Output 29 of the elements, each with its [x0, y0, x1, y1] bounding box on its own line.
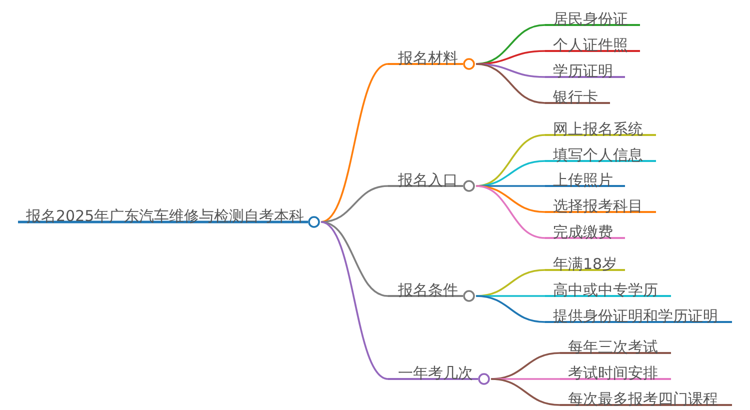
node-label: 报名入口 — [398, 171, 458, 189]
branch-line — [476, 63, 546, 78]
node-label: 学历证明 — [553, 62, 613, 80]
node-label: 上传照片 — [553, 171, 613, 189]
node-label: 报名2025年广东汽车维修与检测自考本科 — [26, 207, 304, 225]
node-label: 完成缴费 — [553, 223, 613, 241]
node-label: 网上报名系统 — [553, 120, 643, 138]
node-label: 提供身份证明和学历证明 — [553, 307, 718, 325]
node-label: 报名条件 — [398, 281, 458, 299]
node-label: 考试时间安排 — [568, 364, 658, 382]
branch-line — [476, 295, 546, 323]
node-label: 居民身份证 — [553, 10, 628, 28]
branch-line — [320, 221, 388, 380]
node-label: 选择报考科目 — [553, 197, 643, 215]
branch-line — [490, 378, 560, 406]
node-label: 一年考几次 — [398, 364, 473, 382]
node-label: 年满18岁 — [553, 255, 618, 273]
node-label: 每次最多报考四门课程 — [568, 390, 718, 408]
branch-line — [320, 63, 388, 223]
branch-line — [476, 185, 546, 239]
node-label: 每年三次考试 — [568, 338, 658, 356]
node-label: 填写个人信息 — [553, 146, 643, 164]
node-label: 银行卡 — [553, 88, 598, 106]
node-label: 高中或中专学历 — [553, 281, 658, 299]
branch-line — [320, 221, 388, 297]
node-label: 个人证件照 — [553, 36, 628, 54]
node-label: 报名材料 — [398, 49, 458, 67]
branch-line — [476, 63, 546, 104]
branch-line — [320, 185, 388, 223]
